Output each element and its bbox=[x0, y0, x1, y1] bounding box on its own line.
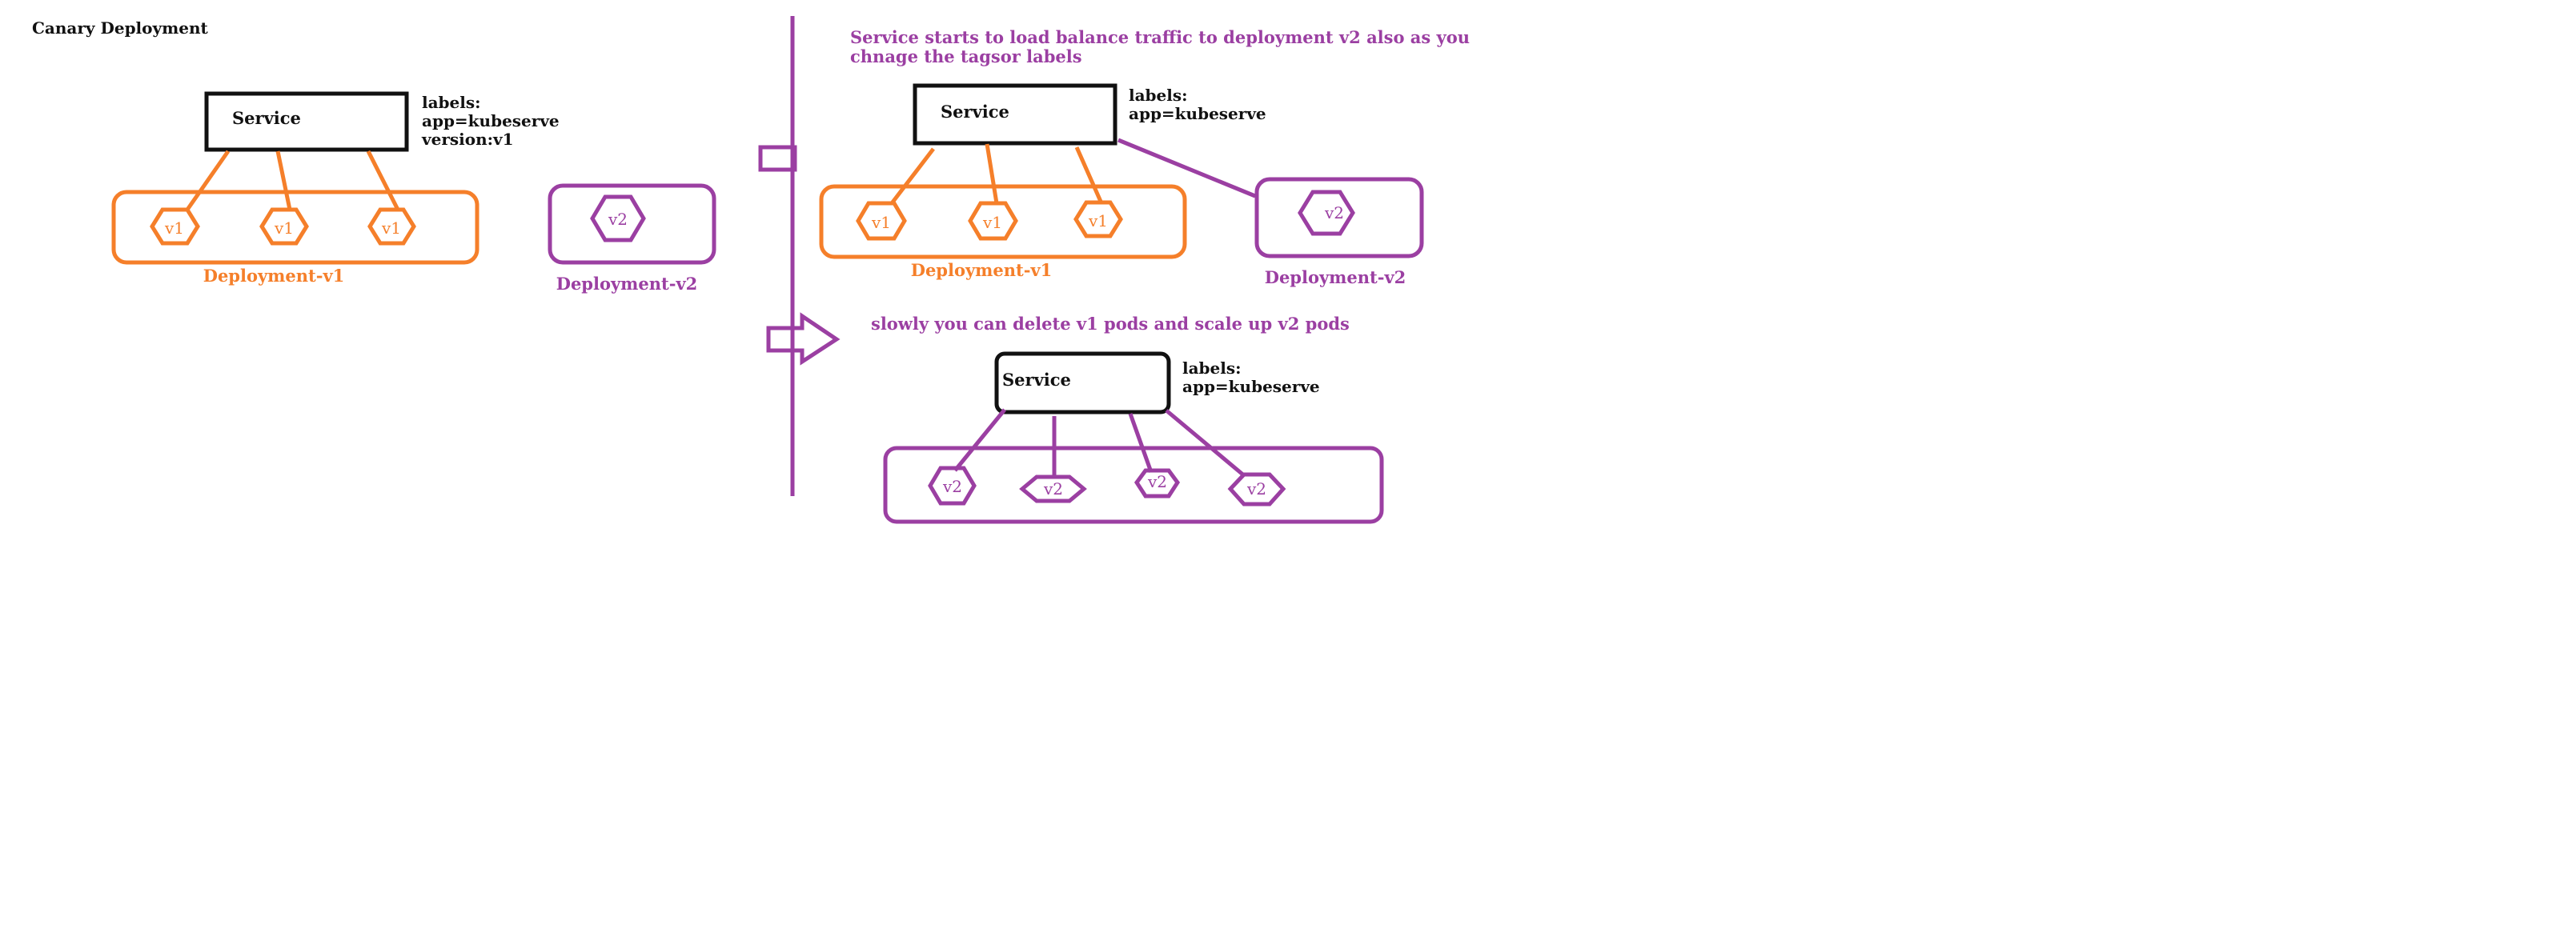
left-pod-v1-2 bbox=[259, 207, 309, 246]
step1-deployment-v1-name: Deployment-v1 bbox=[911, 260, 1053, 280]
left-deployment-v2-name: Deployment-v2 bbox=[556, 274, 698, 294]
step1-service-box bbox=[913, 83, 1117, 146]
step2-deployment-v2-box bbox=[883, 446, 1384, 524]
step1-deployment-v2-name: Deployment-v2 bbox=[1265, 267, 1406, 287]
left-pod-v1-2-label: v1 bbox=[274, 218, 294, 238]
step1-pod-v1-3-label: v1 bbox=[1088, 211, 1108, 230]
step1-pod-v1-1-label: v1 bbox=[871, 213, 891, 232]
left-pod-v1-3 bbox=[367, 207, 416, 246]
step1-pod-v2-1-label: v2 bbox=[1324, 203, 1344, 222]
step2-connector-1 bbox=[953, 408, 1006, 472]
step1-connector-1 bbox=[890, 147, 935, 205]
step1-service-label: Service bbox=[941, 102, 1009, 122]
left-labels-line-2: app=kubeserve bbox=[422, 111, 560, 130]
step1-pod-v2-1 bbox=[1298, 190, 1355, 236]
step1-deployment-v1-box bbox=[819, 184, 1187, 259]
step2-pod-v2-2 bbox=[1019, 475, 1087, 503]
step2-pod-v2-2-label: v2 bbox=[1043, 479, 1063, 499]
left-deployment-v1-name: Deployment-v1 bbox=[203, 266, 345, 286]
step1-labels-line-2: app=kubeserve bbox=[1129, 104, 1266, 123]
step2-labels-line-2: app=kubeserve bbox=[1182, 377, 1320, 396]
step2-connector-4 bbox=[1165, 409, 1246, 478]
step1-note-line-2: chnage the tagsor labels bbox=[850, 46, 1082, 66]
step2-pod-v2-1-label: v2 bbox=[942, 477, 962, 496]
step1-connector-2 bbox=[985, 143, 999, 204]
step2-pod-v2-4-label: v2 bbox=[1246, 479, 1266, 499]
step2-labels-line-1: labels: bbox=[1182, 358, 1242, 378]
step1-pod-v1-3 bbox=[1073, 200, 1123, 238]
step2-connector-3 bbox=[1128, 413, 1154, 473]
step2-pod-v2-1 bbox=[928, 466, 977, 506]
left-service-label: Service bbox=[232, 108, 301, 128]
left-connector-1 bbox=[185, 150, 231, 211]
left-pod-v2-1 bbox=[590, 194, 646, 242]
step1-pod-v1-1 bbox=[856, 201, 907, 241]
left-connector-3 bbox=[366, 150, 400, 211]
step1-pod-v1-2-label: v1 bbox=[982, 213, 1002, 232]
step1-panel: Service starts to load balance traffic t… bbox=[819, 27, 1470, 287]
step2-pod-v2-4 bbox=[1227, 472, 1286, 507]
left-panel: Service labels: app=kubeserve version:v1… bbox=[111, 91, 716, 294]
step1-deployment-v2-box bbox=[1254, 177, 1424, 258]
step2-panel: slowly you can delete v1 pods and scale … bbox=[871, 314, 1384, 524]
left-pod-v1-3-label: v1 bbox=[381, 218, 401, 238]
left-pod-v1-1-label: v1 bbox=[164, 218, 184, 238]
step1-labels-line-1: labels: bbox=[1129, 86, 1188, 105]
left-deployment-v1-box bbox=[111, 190, 479, 265]
step1-connector-3 bbox=[1074, 146, 1104, 205]
left-deployment-v2-box bbox=[548, 183, 716, 265]
step2-pod-v2-3 bbox=[1134, 468, 1181, 499]
diagram-title: Canary Deployment bbox=[32, 18, 209, 38]
left-labels-line-1: labels: bbox=[422, 93, 481, 112]
step2-service-label: Service bbox=[1002, 370, 1071, 390]
left-pod-v1-1 bbox=[150, 207, 200, 246]
left-service-box bbox=[204, 91, 409, 152]
left-labels-line-3: version:v1 bbox=[421, 130, 514, 149]
step2-note: slowly you can delete v1 pods and scale … bbox=[871, 314, 1350, 334]
left-pod-v2-1-label: v2 bbox=[608, 210, 628, 229]
step2-pod-v2-3-label: v2 bbox=[1147, 472, 1167, 491]
step1-pod-v1-2 bbox=[968, 201, 1018, 241]
step2-service-box bbox=[994, 351, 1171, 414]
left-connector-2 bbox=[275, 150, 292, 210]
arrow-stub-icon bbox=[758, 145, 797, 172]
right-arrow-icon bbox=[766, 312, 841, 366]
step1-connector-v2 bbox=[1117, 138, 1256, 198]
step1-note-line-1: Service starts to load balance traffic t… bbox=[850, 27, 1470, 47]
